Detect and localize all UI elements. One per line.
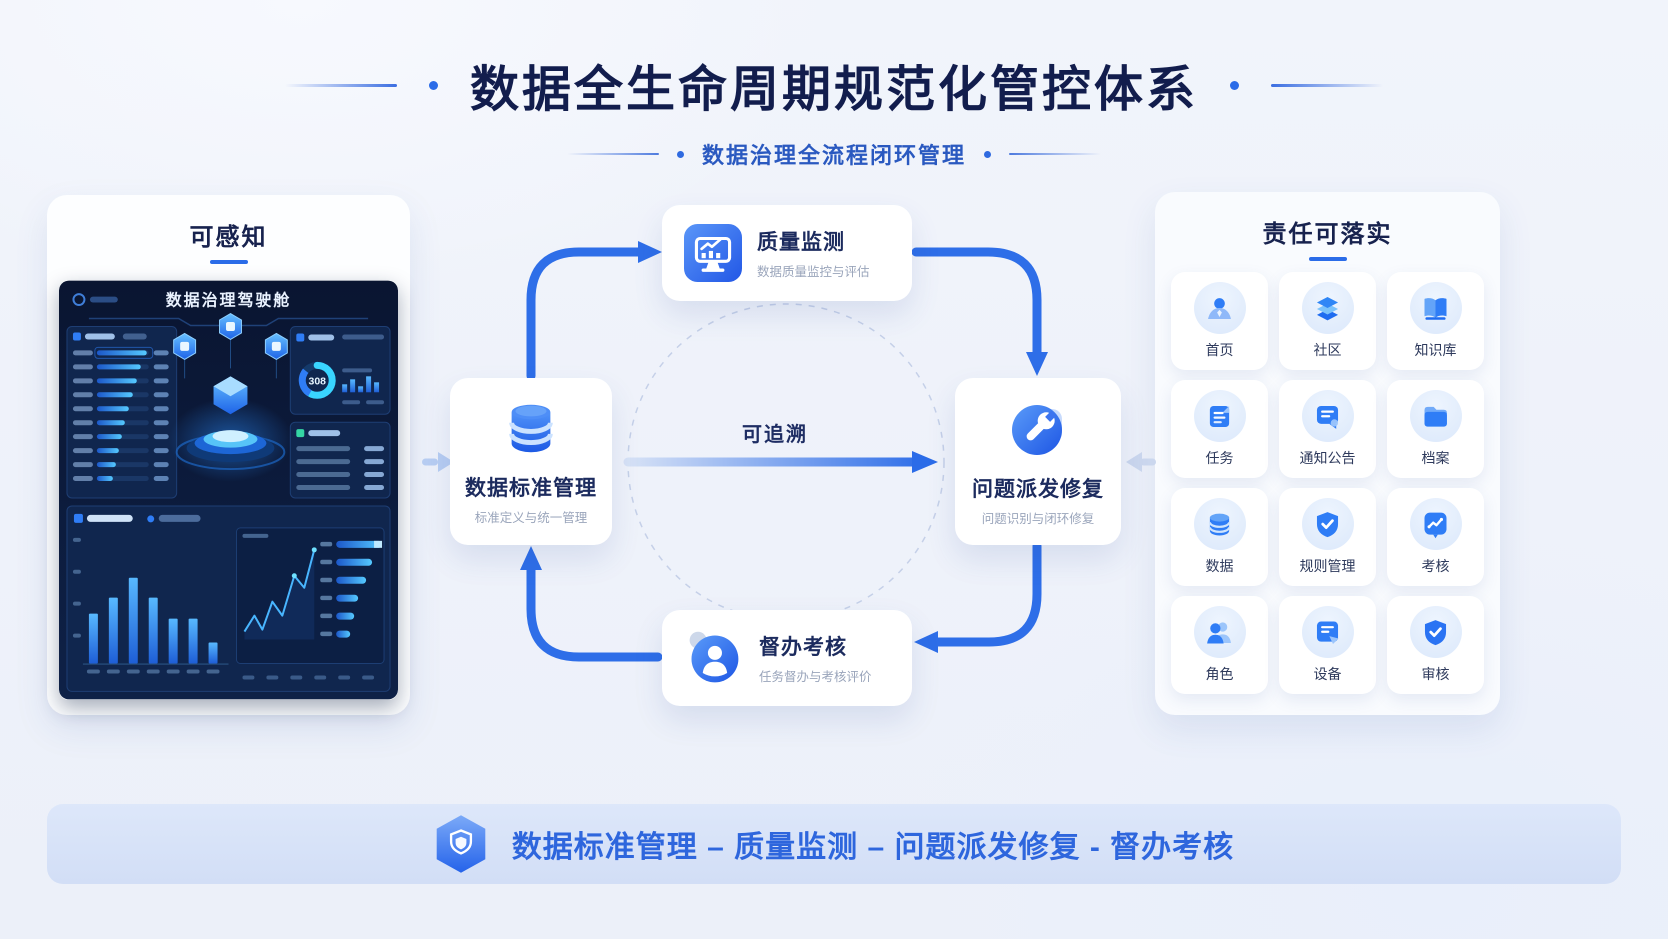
tile-label: 任务 (1205, 450, 1234, 466)
node-subtitle: 问题识别与闭环修复 (981, 511, 1095, 526)
flow-arrowheads (520, 241, 1048, 653)
small-connector-arrow-left (422, 452, 454, 472)
page-header: 数据全生命周期规范化管控体系 (0, 50, 1668, 121)
app-tile-grid: 首页 社区 知识库 (1171, 272, 1484, 694)
title-decor-dot-left (428, 81, 438, 90)
tile-label: 档案 (1421, 450, 1450, 466)
node-title: 质量监测 (757, 231, 845, 254)
arrow-bottom-to-left (526, 565, 663, 662)
wrench-icon (1012, 404, 1062, 455)
arrowhead-right-icon (638, 241, 662, 263)
tile-label: 首页 (1205, 342, 1234, 358)
folder-icon (1409, 390, 1462, 442)
subtitle-decor-dot-left (676, 150, 684, 158)
responsibility-panel-title: 责任可落实 (1262, 221, 1393, 248)
tile-label: 数据 (1205, 558, 1234, 574)
person-icon (689, 631, 739, 683)
chart-icon (1409, 498, 1462, 550)
users-icon (1193, 606, 1246, 658)
footer-summary-text: 数据标准管理 – 质量监测 – 问题派发修复 - 督办考核 (511, 831, 1235, 864)
open-book-icon (1409, 282, 1462, 334)
traceable-arrowhead-icon (912, 451, 938, 473)
tile-roles[interactable]: 角色 (1171, 596, 1268, 694)
node-title: 问题派发修复 (972, 477, 1104, 501)
tile-label: 考核 (1421, 558, 1450, 574)
tile-devices[interactable]: 设备 (1279, 596, 1376, 694)
shield-check-icon (1301, 498, 1354, 550)
document-pen-icon (1301, 606, 1354, 658)
traceable-label: 可追溯 (742, 424, 808, 446)
flow-node-quality-monitoring: 质量监测 数据质量监控与评估 (662, 205, 912, 301)
tile-label: 知识库 (1414, 342, 1457, 358)
tile-announcements[interactable]: 通知公告 (1279, 380, 1376, 478)
tile-tasks[interactable]: 任务 (1171, 380, 1268, 478)
tile-label: 规则管理 (1299, 558, 1356, 574)
node-title: 督办考核 (759, 636, 847, 659)
subtitle-decor-dot-right (984, 150, 991, 158)
dashboard-3d-platform (168, 312, 293, 483)
dashboard-donut-value: 308 (309, 376, 327, 387)
tile-community[interactable]: 社区 (1279, 272, 1376, 370)
dashboard-donut-panel: 308 (289, 325, 391, 415)
monitor-chart-icon (684, 224, 742, 282)
page-subtitle-row: 数据治理全流程闭环管理 (0, 138, 1668, 170)
node-text: 质量监测 数据质量监控与评估 (757, 226, 870, 280)
perceivable-panel: 可感知 数据治理驾驶舱 (47, 195, 410, 715)
dashboard-bottom-charts (66, 505, 391, 692)
dashboard-left-list (66, 325, 178, 499)
dashboard-screenshot: 数据治理驾驶舱 (59, 280, 398, 700)
tile-data[interactable]: 数据 (1171, 488, 1268, 586)
title-decor-line-left (284, 84, 397, 87)
layers-icon (1301, 282, 1354, 334)
tile-archives[interactable]: 档案 (1387, 380, 1484, 478)
dashboard-title: 数据治理驾驶舱 (166, 291, 292, 310)
subtitle-decor-line-left (566, 153, 659, 155)
node-subtitle: 任务督办与考核评价 (759, 670, 872, 684)
arrowhead-up-icon (520, 546, 542, 570)
title-decor-dot-right (1230, 81, 1239, 90)
node-subtitle: 标准定义与统一管理 (474, 510, 588, 525)
flow-node-supervision-assessment: 督办考核 任务督办与考核评价 (662, 610, 912, 706)
tile-label: 社区 (1313, 342, 1342, 358)
announcement-icon (1301, 390, 1354, 442)
tile-home[interactable]: 首页 (1171, 272, 1268, 370)
database-icon (509, 404, 553, 452)
flow-node-issue-dispatch: 问题派发修复 问题识别与闭环修复 (955, 378, 1121, 545)
arrow-right-to-bottom (933, 541, 1042, 647)
responsibility-panel-underline (1308, 257, 1347, 261)
perceivable-panel-title: 可感知 (189, 224, 268, 251)
user-icon (1193, 282, 1246, 334)
node-title: 数据标准管理 (465, 476, 597, 500)
tile-label: 角色 (1205, 666, 1234, 682)
tile-label: 审核 (1421, 666, 1450, 682)
flow-cycle-arrows (526, 247, 1042, 662)
page-title: 数据全生命周期规范化管控体系 (469, 63, 1198, 117)
hexagon-shield-icon (436, 815, 486, 873)
footer-summary-bar: 数据标准管理 – 质量监测 – 问题派发修复 - 督办考核 (47, 804, 1621, 884)
arrow-left-to-top (526, 247, 643, 381)
perceivable-panel-underline (209, 260, 248, 264)
tile-label: 通知公告 (1299, 450, 1356, 466)
shield-check-icon (1409, 606, 1462, 658)
arrowhead-left-icon (914, 631, 938, 653)
notepad-icon (1193, 390, 1246, 442)
small-connector-arrow-right (1126, 452, 1156, 472)
arrow-top-to-right (911, 247, 1042, 357)
tile-rule-management[interactable]: 规则管理 (1279, 488, 1376, 586)
tile-knowledge-base[interactable]: 知识库 (1387, 272, 1484, 370)
node-subtitle: 数据质量监控与评估 (757, 265, 870, 279)
dashboard-status-panel (289, 421, 391, 499)
flow-node-data-standard: 数据标准管理 标准定义与统一管理 (450, 378, 612, 545)
arrowhead-down-icon (1026, 352, 1048, 376)
tile-label: 设备 (1313, 666, 1342, 682)
node-text: 督办考核 任务督办与考核评价 (759, 631, 872, 685)
responsibility-panel: 责任可落实 首页 社区 (1155, 192, 1500, 715)
page-subtitle: 数据治理全流程闭环管理 (701, 143, 966, 168)
database-icon (1193, 498, 1246, 550)
tile-audit[interactable]: 审核 (1387, 596, 1484, 694)
subtitle-decor-line-right (1009, 153, 1101, 155)
title-decor-line-right (1271, 84, 1383, 87)
tile-assessment[interactable]: 考核 (1387, 488, 1484, 586)
